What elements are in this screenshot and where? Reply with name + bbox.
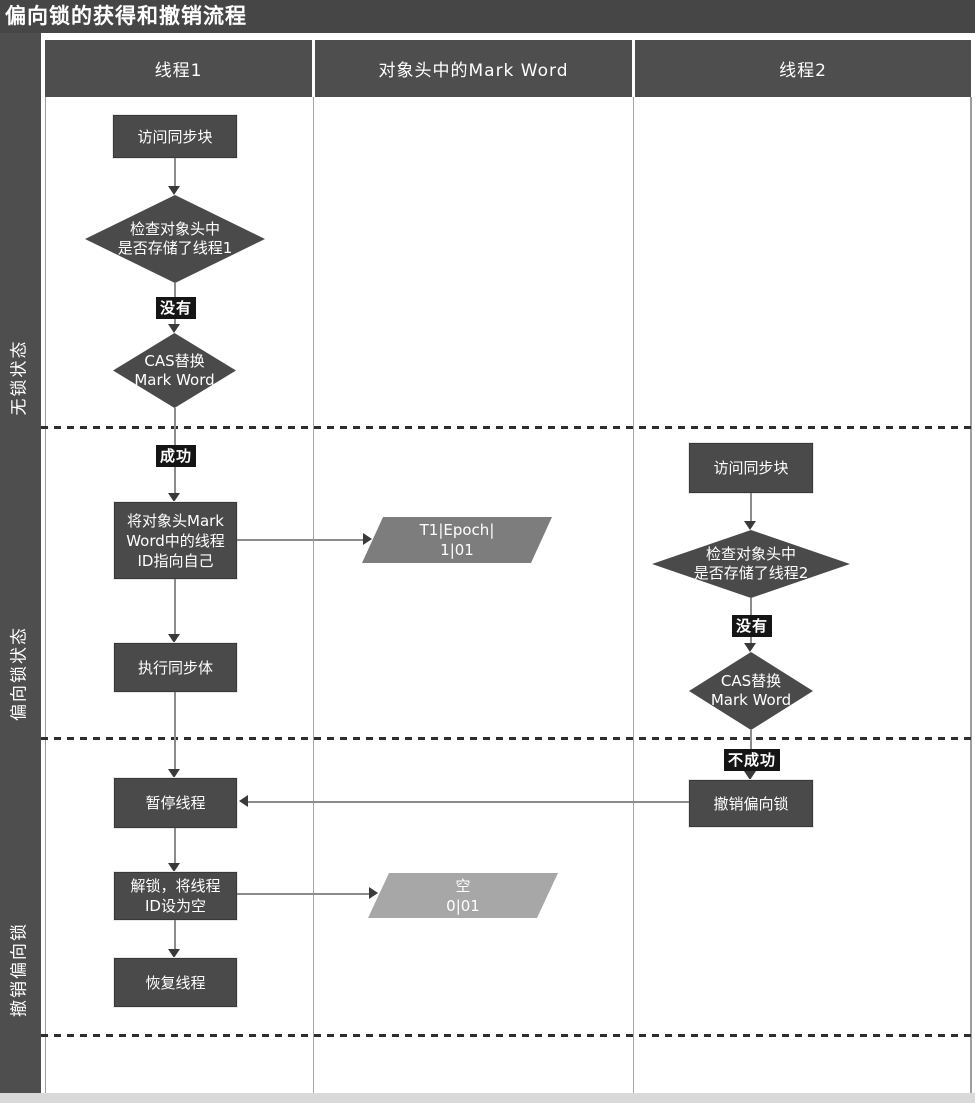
section-label-revoke-biased: 撤销偏向锁 — [9, 922, 30, 1017]
node-label-line: 1|01 — [440, 541, 474, 559]
lane-divider-1 — [313, 97, 314, 1093]
lane-divider-2 — [633, 97, 634, 1093]
node-label-line: 访问同步块 — [137, 127, 213, 146]
node-execute-sync-body-t1: 执行同步体 — [114, 643, 237, 692]
section-sidebar: 无锁状态 偏向锁状态 撤销偏向锁 — [0, 33, 41, 1093]
edge-label-no-t1: 没有 — [156, 297, 197, 319]
node-label-line: 恢复线程 — [145, 973, 206, 992]
section-divider-3 — [41, 1034, 975, 1037]
connector-t1-2 — [174, 283, 176, 297]
arrowhead-t1-3 — [168, 493, 180, 502]
node-label-line: Mark Word — [134, 370, 215, 389]
node-label-line: CAS替换 — [720, 672, 782, 690]
edge-label-success-t1: 成功 — [156, 445, 197, 467]
arrowhead-t2-2 — [744, 643, 756, 652]
node-label-line: CAS替换 — [144, 351, 205, 370]
section-label-lock-free: 无锁状态 — [9, 339, 30, 416]
node-label-line: Mark Word — [710, 691, 792, 709]
page-title: 偏向锁的获得和撤销流程 — [0, 0, 975, 33]
arrowhead-to-empty-markword — [369, 887, 378, 899]
node-label-line: 是否存储了线程1 — [117, 239, 233, 257]
arrowhead-t1-4 — [168, 634, 180, 643]
lane-header-thread2: 线程2 — [635, 40, 971, 97]
section-divider-2 — [41, 737, 975, 740]
decision-check-header-t1: 检查对象头中 是否存储了线程1 — [85, 195, 265, 283]
decision-cas-replace-t1: CAS替换 Mark Word — [113, 333, 236, 408]
arrowhead-to-biased-markword — [363, 533, 372, 545]
arrowhead-t1-1 — [168, 186, 180, 195]
connector-t1-8 — [174, 920, 176, 949]
lane-header-markword: 对象头中的Mark Word — [315, 40, 632, 97]
decision-cas-replace-t2: CAS替换 Mark Word — [689, 652, 813, 730]
node-label-line: 将对象头Mark — [127, 511, 224, 530]
arrowhead-t2-1 — [744, 521, 756, 530]
canvas-border-left — [45, 97, 46, 1093]
node-label-line: 解锁，将线程 — [130, 877, 221, 895]
lane-header-thread1: 线程1 — [45, 40, 312, 97]
arrowhead-t2-3 — [744, 771, 756, 780]
connector-t1-7 — [174, 828, 176, 863]
node-label-line: Word中的线程 — [126, 531, 225, 550]
connector-t1-5 — [174, 579, 176, 634]
node-label-line: 撤销偏向锁 — [713, 794, 789, 813]
connector-t2-2 — [750, 598, 752, 615]
section-label-biased-lock: 偏向锁状态 — [9, 626, 30, 721]
connector-t2-1 — [750, 493, 752, 523]
section-divider-1 — [41, 426, 975, 429]
markword-biased-parallelogram: T1|Epoch| 1|01 — [362, 517, 552, 563]
connector-t2-4 — [750, 730, 752, 750]
connector-revoke-to-pause — [248, 801, 689, 803]
arrowhead-t1-2 — [168, 324, 180, 333]
node-set-thread-id-t1: 将对象头Mark Word中的线程 ID指向自己 — [114, 502, 237, 579]
arrowhead-t1-7 — [168, 949, 180, 958]
edge-label-fail-t2: 不成功 — [724, 749, 781, 771]
node-label-line: 是否存储了线程2 — [693, 564, 809, 582]
node-access-sync-block-t1: 访问同步块 — [113, 115, 237, 158]
node-resume-thread-t1: 恢复线程 — [114, 958, 237, 1007]
connector-unlock-to-markword — [237, 893, 371, 895]
node-label-line: ID设为空 — [145, 897, 206, 915]
node-label-line: 检查对象头中 — [129, 220, 220, 238]
node-label-line: 暂停线程 — [145, 794, 206, 812]
node-pause-thread-t1: 暂停线程 — [114, 778, 237, 828]
arrowhead-t1-6 — [168, 863, 180, 872]
connector-t1-6 — [174, 692, 176, 769]
node-access-sync-block-t2: 访问同步块 — [689, 443, 813, 493]
node-label-line: 访问同步块 — [713, 459, 789, 477]
node-label-line: ID指向自己 — [137, 551, 214, 570]
canvas-border-right — [970, 97, 972, 1093]
node-label-line: 检查对象头中 — [705, 545, 796, 563]
connector-set-id-to-markword — [237, 539, 365, 541]
node-label-line: 0|01 — [446, 896, 480, 915]
node-unlock-clear-id-t1: 解锁，将线程 ID设为空 — [114, 872, 237, 920]
node-label-line: T1|Epoch| — [419, 521, 495, 539]
decision-check-header-t2: 检查对象头中 是否存储了线程2 — [652, 530, 850, 598]
connector-t1-1 — [174, 158, 176, 188]
markword-empty-parallelogram: 空 0|01 — [368, 873, 558, 918]
connector-t2-3 — [750, 637, 752, 643]
arrowhead-to-pause-thread — [239, 795, 248, 807]
node-label-line: 空 — [455, 876, 471, 895]
node-revoke-biased-lock-t2: 撤销偏向锁 — [689, 780, 813, 827]
connector-t1-3 — [174, 319, 176, 327]
page-bottom-edge — [0, 1093, 975, 1103]
arrowhead-t1-5 — [168, 769, 180, 778]
edge-label-no-t2: 没有 — [732, 615, 773, 637]
node-label-line: 执行同步体 — [137, 658, 213, 677]
